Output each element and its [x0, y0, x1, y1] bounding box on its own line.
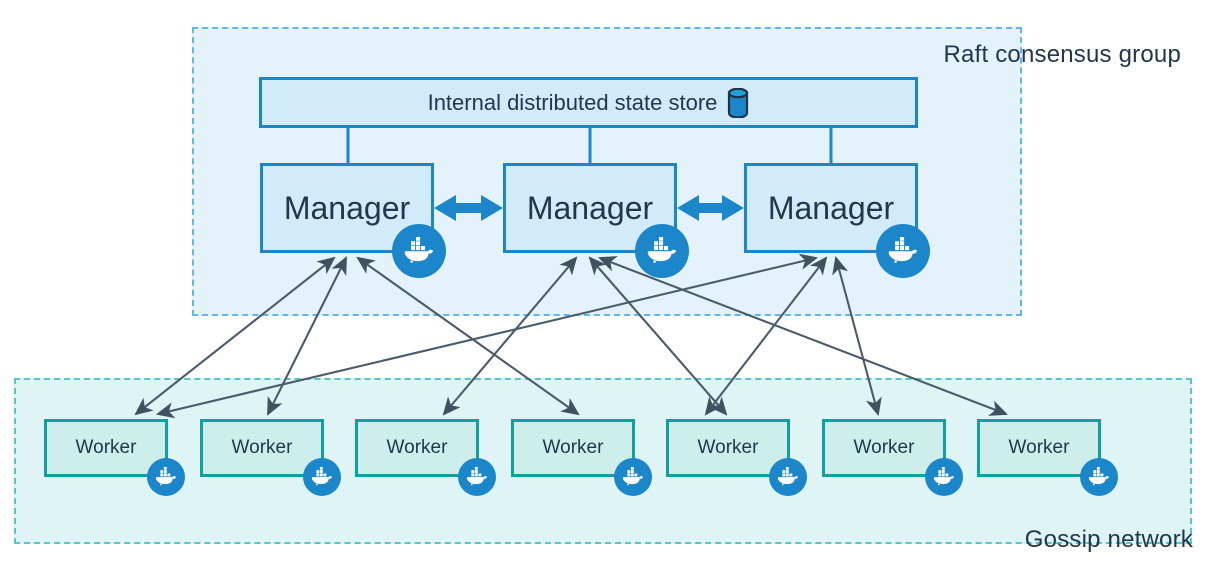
worker-node-3[interactable]: Worker: [355, 419, 479, 477]
worker-label: Worker: [697, 437, 759, 458]
internal-distributed-state-store[interactable]: Internal distributed state store: [259, 77, 918, 128]
docker-icon: [876, 224, 930, 278]
worker-label: Worker: [1008, 437, 1070, 458]
manager-node-2[interactable]: Manager: [503, 163, 677, 253]
docker-icon: [635, 224, 689, 278]
docker-icon: [458, 458, 496, 496]
database-icon: [727, 87, 749, 118]
docker-icon: [769, 458, 807, 496]
worker-node-1[interactable]: Worker: [44, 419, 168, 477]
gossip-network-label: Gossip network: [1024, 526, 1193, 553]
docker-icon: [147, 458, 185, 496]
worker-node-5[interactable]: Worker: [666, 419, 790, 477]
manager-label: Manager: [283, 189, 411, 226]
docker-icon: [1080, 458, 1118, 496]
worker-node-4[interactable]: Worker: [511, 419, 635, 477]
worker-label: Worker: [231, 437, 293, 458]
worker-node-2[interactable]: Worker: [200, 419, 324, 477]
docker-icon: [925, 458, 963, 496]
manager-label: Manager: [526, 189, 654, 226]
worker-node-7[interactable]: Worker: [977, 419, 1101, 477]
manager-label: Manager: [767, 189, 895, 226]
worker-node-6[interactable]: Worker: [822, 419, 946, 477]
worker-label: Worker: [542, 437, 604, 458]
worker-label: Worker: [75, 437, 137, 458]
worker-label: Worker: [386, 437, 448, 458]
worker-label: Worker: [853, 437, 915, 458]
docker-icon: [392, 224, 446, 278]
state-store-label: Internal distributed state store: [427, 89, 718, 115]
raft-consensus-group-label: Raft consensus group: [943, 41, 1181, 68]
docker-icon: [303, 458, 341, 496]
docker-icon: [614, 458, 652, 496]
